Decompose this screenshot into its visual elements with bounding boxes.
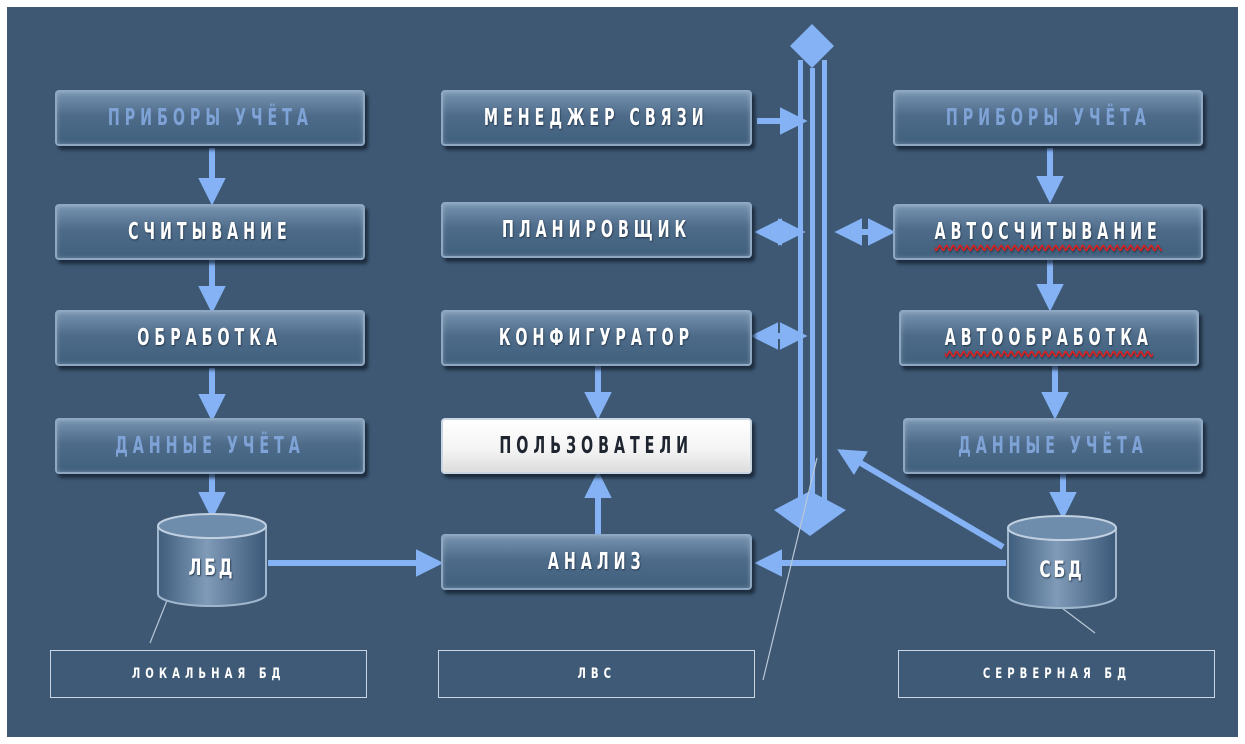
arrow-server-db-to-bus bbox=[837, 449, 1005, 550]
left-data-label: ДАННЫЕ УЧЁТА bbox=[115, 433, 305, 459]
left-data-box: ДАННЫЕ УЧЁТА bbox=[55, 418, 365, 474]
analysis-box: АНАЛИЗ bbox=[441, 534, 752, 590]
right-data-box: ДАННЫЕ УЧЁТА bbox=[903, 418, 1203, 474]
server-db-icon bbox=[1007, 515, 1117, 609]
processing-box: ОБРАБОТКА bbox=[55, 310, 365, 366]
scheduler-label: ПЛАНИРОВЩИК bbox=[501, 217, 692, 243]
local-db-caption: ЛОКАЛЬНАЯ БД bbox=[50, 650, 367, 698]
right-meters-label: ПРИБОРЫ УЧЁТА bbox=[945, 105, 1151, 131]
right-data-label: ДАННЫЕ УЧЁТА bbox=[958, 433, 1148, 459]
reading-label: СЧИТЫВАНИЕ bbox=[128, 219, 292, 245]
local-db-cylinder: ЛБД bbox=[156, 512, 268, 608]
local-db-label: ЛБД bbox=[188, 556, 236, 581]
server-db-label: СБД bbox=[1039, 558, 1085, 583]
auto-reading-label: АВТОСЧИТЫВАНИЕ bbox=[934, 219, 1162, 245]
configurator-label: КОНФИГУРАТОР bbox=[498, 325, 695, 351]
lan-caption: ЛВС bbox=[438, 650, 755, 698]
left-meters-label: ПРИБОРЫ УЧЁТА bbox=[107, 105, 313, 131]
callout-lan bbox=[762, 457, 818, 681]
lan-bus bbox=[774, 24, 846, 536]
processing-label: ОБРАБОТКА bbox=[137, 325, 283, 351]
users-label: ПОЛЬЗОВАТЕЛИ bbox=[499, 433, 694, 459]
right-meters-box: ПРИБОРЫ УЧЁТА bbox=[893, 90, 1203, 146]
users-box: ПОЛЬЗОВАТЕЛИ bbox=[441, 418, 752, 474]
comm-manager-box: МЕНЕДЖЕР СВЯЗИ bbox=[441, 90, 752, 146]
local-db-caption-text: ЛОКАЛЬНАЯ БД bbox=[131, 666, 286, 682]
lan-caption-text: ЛВС bbox=[577, 666, 616, 682]
server-db-caption: СЕРВЕРНАЯ БД bbox=[898, 650, 1215, 698]
server-db-cylinder: СБД bbox=[1006, 514, 1118, 610]
reading-box: СЧИТЫВАНИЕ bbox=[55, 204, 365, 260]
server-db-caption-text: СЕРВЕРНАЯ БД bbox=[982, 666, 1131, 682]
auto-processing-box: АВТООБРАБОТКА bbox=[899, 310, 1199, 366]
comm-manager-label: МЕНЕДЖЕР СВЯЗИ bbox=[484, 105, 709, 131]
callout-local-db bbox=[149, 597, 169, 644]
configurator-box: КОНФИГУРАТОР bbox=[441, 310, 752, 366]
scheduler-box: ПЛАНИРОВЩИК bbox=[441, 202, 752, 258]
left-meters-box: ПРИБОРЫ УЧЁТА bbox=[55, 90, 365, 146]
callout-server-db bbox=[1061, 607, 1096, 634]
local-db-icon bbox=[157, 513, 267, 607]
analysis-label: АНАЛИЗ bbox=[547, 549, 646, 575]
auto-reading-box: АВТОСЧИТЫВАНИЕ bbox=[893, 204, 1203, 260]
auto-processing-label: АВТООБРАБОТКА bbox=[944, 325, 1154, 351]
